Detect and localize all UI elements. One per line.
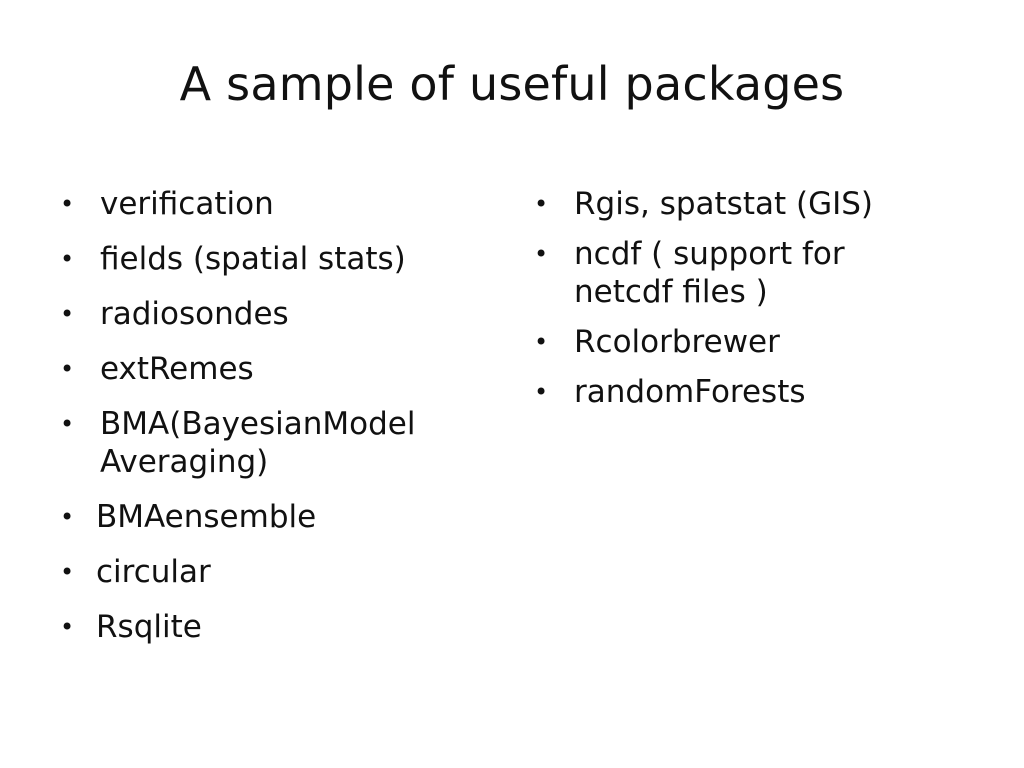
left-bullet-list: • verification • fields (spatial stats) … <box>58 185 478 663</box>
list-item-text: Rsqlite <box>96 609 202 645</box>
list-item-text: randomForests <box>574 374 806 410</box>
list-item: • ncdf ( support for netcdf files ) <box>532 235 952 311</box>
bullet-icon: • <box>60 300 75 328</box>
list-item: • circular <box>58 553 478 591</box>
list-item: • verification <box>58 185 478 223</box>
bullet-icon: • <box>60 355 75 383</box>
list-item: • extRemes <box>58 350 478 388</box>
list-item: • BMAensemble <box>58 498 478 536</box>
list-item: • radiosondes <box>58 295 478 333</box>
bullet-icon: • <box>60 245 75 273</box>
list-item-text: fields (spatial stats) <box>100 241 406 277</box>
bullet-icon: • <box>60 190 75 218</box>
list-item-text: Rgis, spatstat (GIS) <box>574 186 874 222</box>
list-item: • randomForests <box>532 373 952 411</box>
bullet-icon: • <box>534 378 549 406</box>
list-item: • fields (spatial stats) <box>58 240 478 278</box>
bullet-icon: • <box>60 503 75 531</box>
list-item-text: Rcolorbrewer <box>574 324 780 360</box>
list-item: • Rgis, spatstat (GIS) <box>532 185 952 223</box>
list-item-text: extRemes <box>100 351 254 387</box>
list-item-text: BMA(BayesianModel Averaging) <box>100 406 416 480</box>
list-item: • Rcolorbrewer <box>532 323 952 361</box>
bullet-icon: • <box>534 240 549 268</box>
bullet-icon: • <box>60 410 75 438</box>
bullet-icon: • <box>534 190 549 218</box>
bullet-icon: • <box>534 328 549 356</box>
bullet-icon: • <box>60 613 75 641</box>
list-item-text: BMAensemble <box>96 499 317 535</box>
slide-title: A sample of useful packages <box>179 57 845 111</box>
list-item-text: radiosondes <box>100 296 289 332</box>
list-item-text: circular <box>96 554 211 590</box>
list-item: • BMA(BayesianModel Averaging) <box>58 405 478 481</box>
list-item-text: verification <box>100 186 274 222</box>
list-item-text: ncdf ( support for netcdf files ) <box>574 236 845 310</box>
bullet-icon: • <box>60 558 75 586</box>
list-item: • Rsqlite <box>58 608 478 646</box>
right-bullet-list: • Rgis, spatstat (GIS) • ncdf ( support … <box>532 185 952 423</box>
